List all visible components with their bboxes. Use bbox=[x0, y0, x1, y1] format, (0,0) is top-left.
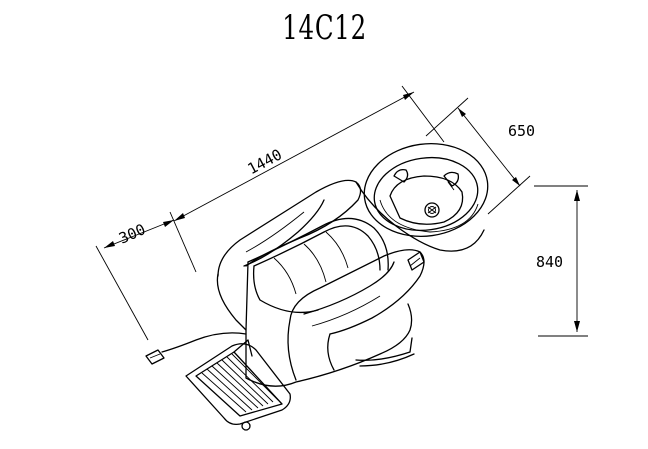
dimension-width-label: 650 bbox=[508, 122, 535, 140]
dimension-footrest: 300 bbox=[95, 219, 175, 341]
dimension-height-label: 840 bbox=[536, 253, 563, 271]
chair-body bbox=[216, 179, 485, 387]
wash-basin bbox=[363, 142, 489, 238]
dimension-height: 840 bbox=[534, 185, 588, 337]
footrest bbox=[185, 339, 291, 431]
dimension-length-label: 1440 bbox=[245, 145, 285, 178]
dimension-length: 1440 bbox=[169, 85, 445, 273]
dimension-footrest-label: 300 bbox=[116, 220, 148, 247]
model-title: 14C12 bbox=[282, 8, 367, 48]
control-cable bbox=[145, 332, 247, 365]
dimension-width: 650 bbox=[425, 97, 535, 215]
